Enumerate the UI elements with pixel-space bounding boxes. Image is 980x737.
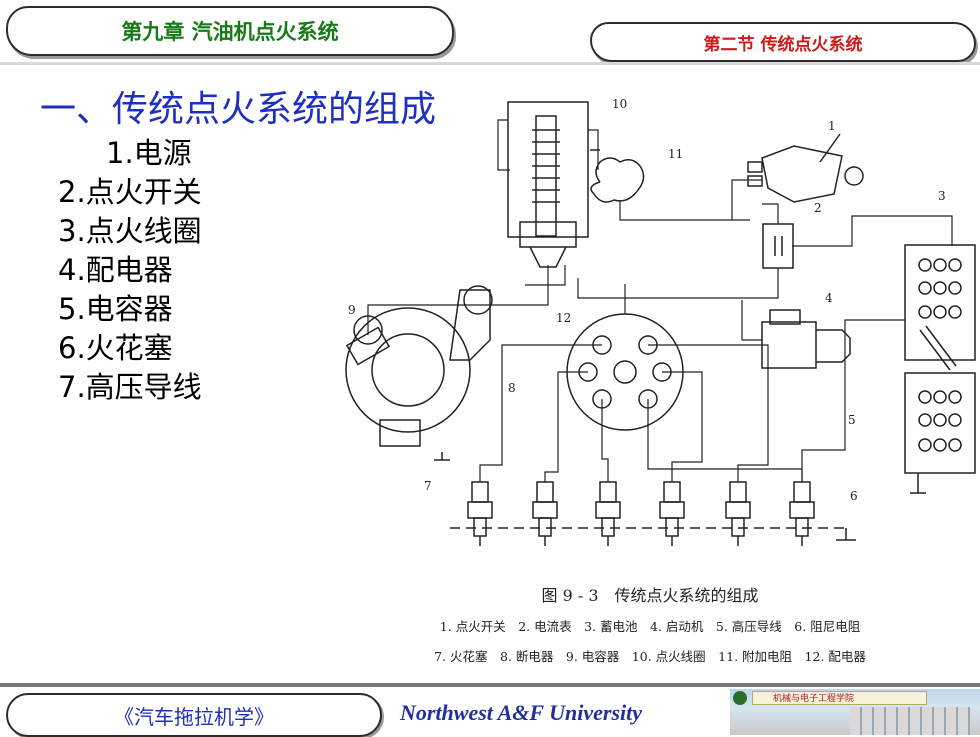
slide-title: 一、传统点火系统的组成	[40, 89, 437, 130]
figure-legend-line2: 7. 火花塞 8. 断电器 9. 电容器 10. 点火线圈 11. 附加电阻 1…	[434, 649, 866, 664]
section-title: 第二节 传统点火系统	[703, 34, 863, 55]
university-name: Northwest A&F University	[400, 700, 643, 725]
callout-5: 5	[848, 413, 856, 427]
ignition-switch	[747, 133, 864, 203]
component-item: 7.高压导线	[58, 370, 202, 404]
course-title: 《汽车拖拉机学》	[114, 704, 274, 729]
college-logo-icon	[733, 691, 747, 705]
figure-legend-line1: 1. 点火开关 2. 电流表 3. 蓄电池 4. 启动机 5. 高压导线 6. …	[439, 619, 861, 634]
figure-caption: 图 9 - 3 传统点火系统的组成	[541, 586, 759, 605]
ignition-system-diagram: 10 11 1 2 3 4 5 6 7 8 9 12	[345, 97, 976, 546]
section-tab: 第二节 传统点火系统	[590, 22, 976, 62]
callout-7: 7	[424, 479, 432, 493]
spark-plugs	[450, 481, 856, 546]
breaker-assembly	[345, 285, 493, 461]
callout-9: 9	[348, 303, 356, 317]
component-item: 4.配电器	[58, 253, 173, 287]
ignition-coil	[507, 101, 589, 268]
wiring	[367, 119, 953, 482]
component-item: 2.点火开关	[58, 175, 202, 209]
header-divider	[0, 62, 980, 65]
callout-3: 3	[938, 189, 946, 203]
battery	[904, 244, 976, 494]
component-list: 1.电源 2.点火开关 3.点火线圈 4.配电器 5.电容器 6.火花塞 7.高…	[58, 134, 202, 407]
component-item: 6.火花塞	[58, 331, 173, 365]
callout-2: 2	[814, 201, 822, 215]
component-item: 5.电容器	[58, 292, 173, 326]
callout-6: 6	[850, 489, 858, 503]
chapter-tab: 第九章 汽油机点火系统	[6, 6, 454, 56]
callout-11: 11	[668, 147, 683, 161]
callout-1: 1	[828, 119, 836, 133]
component-item: 1.电源	[106, 136, 192, 170]
footer-divider	[0, 683, 980, 687]
component-item: 3.点火线圈	[58, 214, 202, 248]
chapter-title: 第九章 汽油机点火系统	[121, 20, 339, 44]
campus-photo: 机械与电子工程学院	[730, 689, 980, 735]
callout-8: 8	[508, 381, 516, 395]
callout-12: 12	[556, 311, 571, 325]
college-banner: 机械与电子工程学院	[752, 691, 927, 705]
ammeter	[762, 223, 794, 269]
course-tab: 《汽车拖拉机学》	[6, 693, 382, 737]
callout-4: 4	[825, 291, 833, 305]
starter-motor	[761, 309, 851, 369]
callout-10: 10	[612, 97, 627, 111]
building	[850, 707, 970, 735]
